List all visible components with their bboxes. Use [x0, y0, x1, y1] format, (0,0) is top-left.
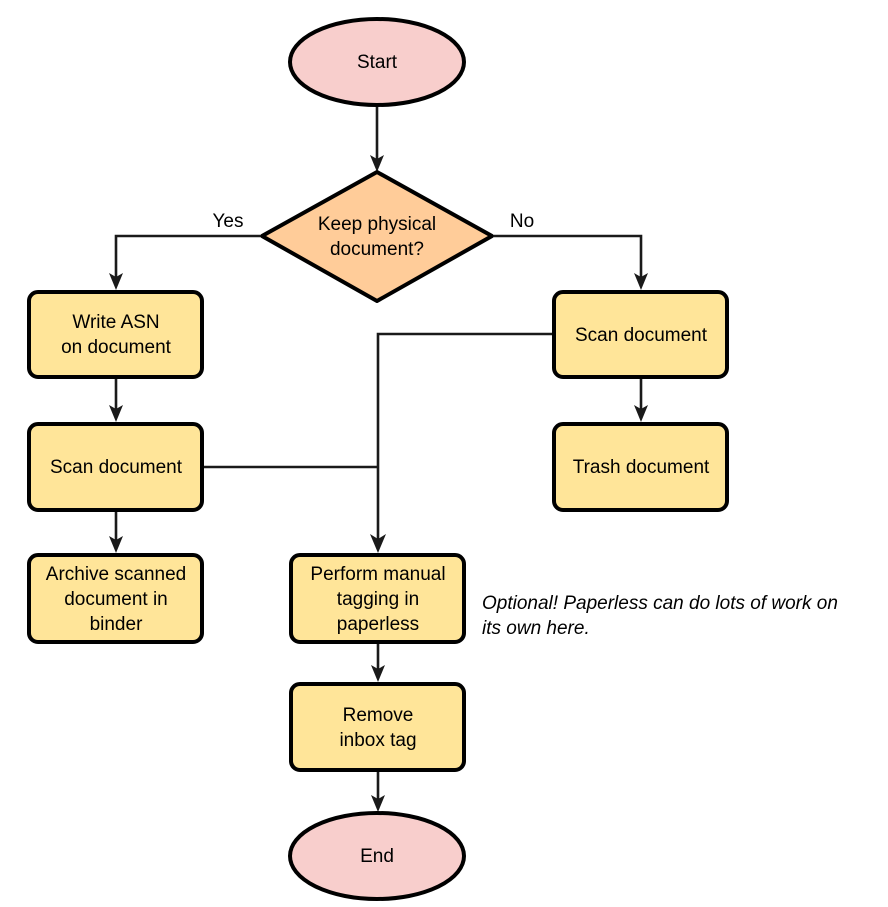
edge-label-no: No — [510, 211, 534, 232]
edge-line — [376, 332, 552, 544]
archive-scanned-box-shape[interactable] — [27, 553, 204, 644]
scan-document-left-box-shape[interactable] — [27, 422, 204, 512]
node-archive-scanned-document[interactable]: Archive scanned document in binder — [27, 553, 204, 644]
write-asn-label-line-2: on document — [61, 337, 172, 358]
edge-tagging-to-remove-inbox-tag — [371, 644, 385, 682]
write-asn-box-shape[interactable] — [27, 290, 204, 379]
annotation-line-2: its own here. — [482, 618, 590, 639]
edge-remove-inbox-tag-to-end — [371, 772, 385, 812]
edge-scan-left-to-archive — [109, 512, 123, 553]
tagging-label-line-1: Perform manual — [310, 564, 445, 585]
arrowhead-icon — [109, 536, 123, 553]
edge-decision-yes-to-write-asn: Yes — [109, 211, 260, 290]
tagging-label-line-3: paperless — [337, 614, 419, 635]
archive-label-line-1: Archive scanned — [46, 564, 186, 585]
perform-manual-tagging-box-shape[interactable] — [289, 553, 466, 644]
node-scan-document-right[interactable]: Scan document — [552, 290, 729, 379]
edge-scan-right-to-tagging — [370, 332, 552, 553]
decision-diamond-shape[interactable] — [260, 170, 494, 303]
archive-label-line-3: binder — [90, 614, 143, 635]
arrowhead-icon — [634, 405, 648, 422]
arrowhead-icon — [370, 155, 384, 172]
edge-scan-right-to-trash — [634, 379, 648, 422]
edge-line — [494, 234, 643, 281]
node-start[interactable]: Start — [288, 17, 466, 107]
edge-write-asn-to-scan-left — [109, 379, 123, 422]
edge-label-yes: Yes — [213, 211, 244, 232]
archive-label-line-2: document in — [64, 589, 168, 610]
arrowhead-icon — [109, 273, 123, 290]
start-terminator-shape[interactable] — [288, 17, 466, 107]
decision-label-line-2: document? — [330, 239, 424, 260]
annotation-optional-note: Optional! Paperless can do lots of work … — [482, 593, 838, 639]
trash-document-label: Trash document — [573, 457, 710, 478]
node-perform-manual-tagging[interactable]: Perform manual tagging in paperless — [289, 553, 466, 644]
end-label: End — [360, 846, 394, 867]
node-remove-inbox-tag[interactable]: Remove inbox tag — [289, 682, 466, 772]
scan-document-left-label: Scan document — [50, 457, 183, 478]
remove-inbox-tag-label-line-2: inbox tag — [339, 730, 416, 751]
node-write-asn-on-document[interactable]: Write ASN on document — [27, 290, 204, 379]
scan-document-right-box-shape[interactable] — [552, 290, 729, 379]
remove-inbox-tag-box-shape[interactable] — [289, 682, 466, 772]
tagging-label-line-2: tagging in — [337, 589, 419, 610]
arrowhead-icon — [371, 665, 385, 682]
decision-label-line-1: Keep physical — [318, 214, 436, 235]
edge-line — [114, 234, 260, 281]
write-asn-label-line-1: Write ASN — [72, 312, 159, 333]
arrowhead-icon — [370, 534, 386, 553]
trash-document-box-shape[interactable] — [552, 422, 729, 512]
annotation-line-1: Optional! Paperless can do lots of work … — [482, 593, 838, 614]
node-scan-document-left[interactable]: Scan document — [27, 422, 204, 512]
arrowhead-icon — [371, 795, 385, 812]
edge-start-to-decision — [370, 107, 384, 172]
start-label: Start — [357, 52, 398, 73]
arrowhead-icon — [634, 273, 648, 290]
end-terminator-shape[interactable] — [288, 811, 466, 901]
node-keep-physical-document[interactable]: Keep physical document? — [260, 170, 494, 303]
node-end[interactable]: End — [288, 811, 466, 901]
edge-decision-no-to-scan-right: No — [494, 211, 648, 290]
node-trash-document[interactable]: Trash document — [552, 422, 729, 512]
arrowhead-icon — [109, 405, 123, 422]
scan-document-right-label: Scan document — [575, 325, 708, 346]
remove-inbox-tag-label-line-1: Remove — [343, 705, 414, 726]
